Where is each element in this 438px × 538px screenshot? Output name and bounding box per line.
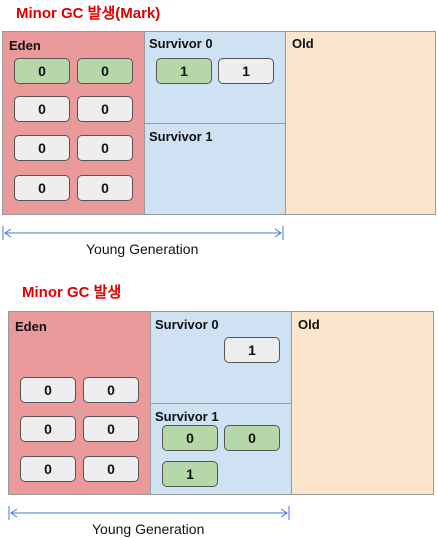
object-box: 0 <box>83 416 139 442</box>
object-box: 0 <box>14 175 70 201</box>
object-box: 1 <box>156 58 212 84</box>
survivor-1-label: Survivor 1 <box>155 409 219 424</box>
young-generation-arrow <box>8 506 290 520</box>
old-label: Old <box>292 36 314 51</box>
object-box: 0 <box>14 135 70 161</box>
object-box: 0 <box>77 175 133 201</box>
survivor-1-label: Survivor 1 <box>149 129 213 144</box>
old-label: Old <box>298 317 320 332</box>
young-generation-label: Young Generation <box>86 241 199 257</box>
object-box: 0 <box>224 425 280 451</box>
survivor-0-label: Survivor 0 <box>155 317 219 332</box>
object-box: 0 <box>77 96 133 122</box>
object-box: 0 <box>83 377 139 403</box>
young-generation-arrow <box>2 226 284 240</box>
object-box: 0 <box>162 425 218 451</box>
eden-label: Eden <box>15 319 47 334</box>
object-box: 0 <box>20 377 76 403</box>
old-region: Old <box>285 31 436 215</box>
panel-title: Minor GC 발생 <box>22 284 122 301</box>
panel-title: Minor GC 발생(Mark) <box>16 5 161 22</box>
survivor-0-label: Survivor 0 <box>149 36 213 51</box>
object-box: 1 <box>162 461 218 487</box>
young-generation-label: Young Generation <box>92 521 205 537</box>
object-box: 0 <box>83 456 139 482</box>
object-box: 1 <box>218 58 274 84</box>
object-box: 0 <box>14 58 70 84</box>
eden-label: Eden <box>9 38 41 53</box>
survivor-1-region: Survivor 1 <box>144 123 286 215</box>
object-box: 0 <box>77 135 133 161</box>
object-box: 0 <box>77 58 133 84</box>
object-box: 0 <box>20 416 76 442</box>
object-box: 0 <box>20 456 76 482</box>
object-box: 1 <box>224 337 280 363</box>
old-region: Old <box>291 311 434 495</box>
object-box: 0 <box>14 96 70 122</box>
